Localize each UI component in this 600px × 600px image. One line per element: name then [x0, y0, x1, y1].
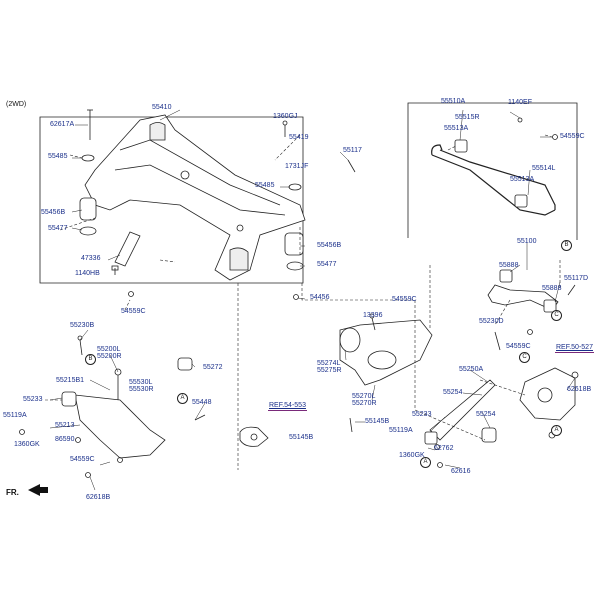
part-label-55272[interactable]: 55272 [203, 364, 223, 371]
callout-b-lower[interactable]: B [85, 354, 96, 365]
part-label-54559C-stabilizer[interactable]: 54559C [560, 133, 585, 140]
part-label-54559C-mid[interactable]: 54559C [392, 296, 417, 303]
subframe-group-box [39, 116, 304, 284]
part-label-55119A-right[interactable]: 55119A [389, 427, 413, 434]
part-label-55233-left[interactable]: 55233 [23, 396, 43, 403]
subframe-part [84, 114, 306, 281]
part-label-62762[interactable]: 62762 [434, 445, 454, 452]
part-label-55275R[interactable]: 55275R [317, 367, 342, 374]
part-label-1140EF[interactable]: 1140EF [508, 99, 532, 106]
ref-link-54-553[interactable]: REF.54-553 [268, 402, 307, 411]
part-label-55515R[interactable]: 55515R [455, 114, 480, 121]
part-label-55888-top[interactable]: 55888 [499, 262, 519, 269]
part-label-54559C-subframe[interactable]: 54559C [121, 308, 146, 315]
part-label-55230B[interactable]: 55230B [70, 322, 95, 329]
part-label-62618B-right[interactable]: 62618B [567, 386, 592, 393]
part-label-55514L[interactable]: 55514L [532, 165, 556, 172]
variant-label: (2WD) [6, 101, 27, 108]
part-label-55117[interactable]: 55117 [343, 147, 362, 154]
front-marker: FR. [6, 488, 19, 497]
part-label-55213[interactable]: 55213 [55, 422, 75, 429]
part-label-55145B-left[interactable]: 55145B [289, 434, 314, 441]
part-label-1731JF[interactable]: 1731JF [285, 163, 309, 170]
part-label-86590[interactable]: 86590 [55, 436, 75, 443]
part-label-55233-right[interactable]: 55233 [412, 411, 432, 418]
part-label-55410[interactable]: 55410 [152, 104, 172, 111]
part-label-1360GK-left[interactable]: 1360GK [14, 441, 40, 448]
part-label-55270L[interactable]: 55270L [352, 393, 376, 400]
knuckle [519, 367, 576, 421]
callout-c-lower[interactable]: C [519, 352, 530, 363]
part-label-55530L[interactable]: 55530L [129, 379, 153, 386]
part-label-55513A-bottom[interactable]: 55513A [510, 176, 535, 183]
part-label-55510A[interactable]: 55510A [441, 98, 466, 105]
callout-a-right[interactable]: A [551, 425, 562, 436]
part-label-13396[interactable]: 13396 [363, 312, 383, 319]
part-label-55274L[interactable]: 55274L [317, 360, 341, 367]
callout-b-stabilizer[interactable]: B [561, 240, 572, 251]
part-label-55119A-left[interactable]: 55119A [3, 412, 27, 419]
part-label-55513A-top[interactable]: 55513A [444, 125, 469, 132]
part-label-54559C-right[interactable]: 54559C [506, 343, 531, 350]
part-label-55456B-left[interactable]: 55456B [41, 209, 66, 216]
stabilizer-bar [431, 144, 556, 210]
part-label-55200R[interactable]: 55200R [97, 353, 122, 360]
part-label-55477-left[interactable]: 55477 [48, 225, 68, 232]
part-label-1140HB[interactable]: 1140HB [75, 270, 100, 277]
part-label-55530R[interactable]: 55530R [129, 386, 154, 393]
part-label-55215B1[interactable]: 55215B1 [56, 377, 85, 384]
callout-a-bottom[interactable]: A [420, 457, 431, 468]
part-label-55477-right[interactable]: 55477 [317, 261, 337, 268]
part-label-62617A[interactable]: 62617A [50, 121, 75, 128]
part-label-55456B-right[interactable]: 55456B [317, 242, 342, 249]
part-label-55485-left[interactable]: 55485 [48, 153, 68, 160]
part-label-55485-right[interactable]: 55485 [255, 182, 275, 189]
part-label-1360GK-right[interactable]: 1360GK [399, 452, 425, 459]
part-label-55250A[interactable]: 55250A [459, 366, 484, 373]
callout-c-upper[interactable]: C [551, 310, 562, 321]
lower-control-arm [74, 394, 166, 459]
front-arrow [28, 484, 48, 496]
part-label-1360GJ[interactable]: 1360GJ [273, 113, 298, 120]
part-label-47336[interactable]: 47336 [81, 255, 101, 262]
part-label-54456[interactable]: 54456 [310, 294, 330, 301]
part-label-55200L[interactable]: 55200L [97, 346, 121, 353]
part-label-55230D[interactable]: 55230D [479, 318, 504, 325]
part-label-55100[interactable]: 55100 [517, 238, 537, 245]
stabilizer-group-box [407, 102, 578, 240]
part-label-55117D[interactable]: 55117D [564, 275, 589, 282]
part-label-55254-bottom[interactable]: 55254 [476, 411, 496, 418]
part-label-55145B-right[interactable]: 55145B [365, 418, 390, 425]
pad-47336 [114, 231, 141, 267]
part-label-62618B-left[interactable]: 62618B [86, 494, 111, 501]
part-label-55254-top[interactable]: 55254 [443, 389, 463, 396]
part-label-55270R[interactable]: 55270R [352, 400, 377, 407]
part-label-62616[interactable]: 62616 [451, 468, 471, 475]
part-label-55419[interactable]: 55419 [289, 134, 309, 141]
part-label-54559C-lower-left[interactable]: 54559C [70, 456, 95, 463]
part-label-55888-bottom[interactable]: 55888 [542, 285, 562, 292]
part-label-55448[interactable]: 55448 [192, 399, 212, 406]
callout-a-lower[interactable]: A [177, 393, 188, 404]
bushing-left [79, 197, 97, 221]
ref-link-50-527[interactable]: REF.50-527 [555, 344, 594, 353]
bushing-right [284, 232, 304, 256]
bushing-section [239, 426, 269, 447]
